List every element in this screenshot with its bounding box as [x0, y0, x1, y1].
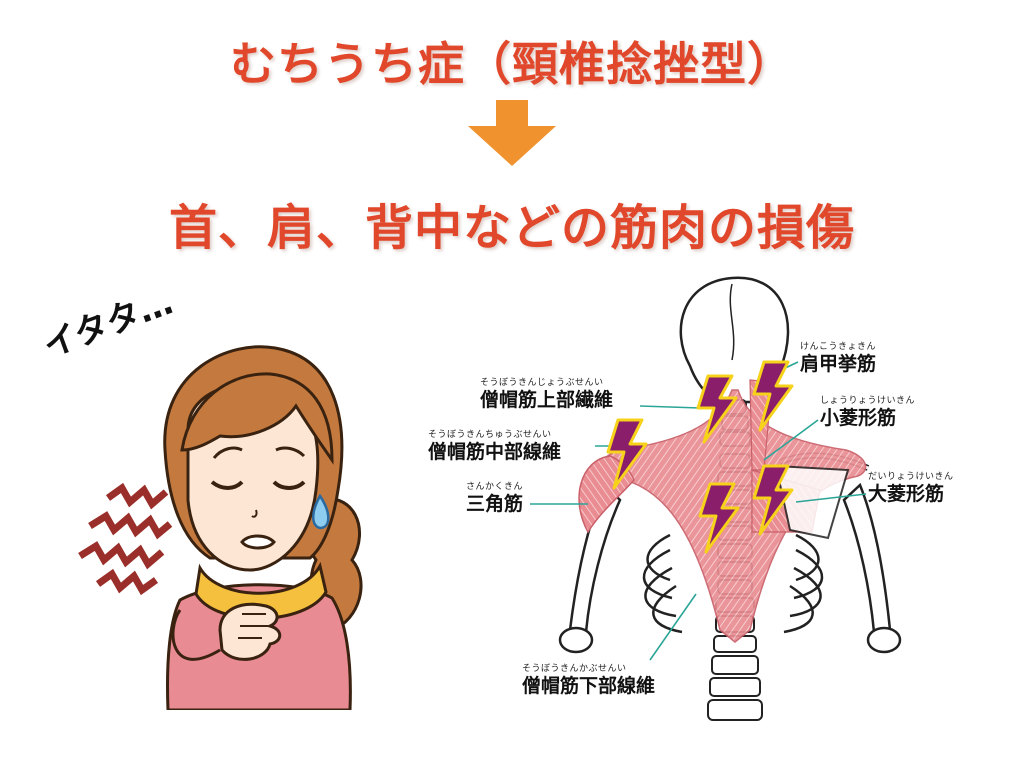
down-arrow-icon	[468, 100, 556, 166]
label-middle-trapezius: そうぼうきんちゅうぶせんい 僧帽筋中部線維	[428, 430, 562, 463]
girl-illustration	[78, 345, 363, 710]
pain-marks-icon	[78, 482, 173, 596]
label-deltoid: さんかくきん 三角筋	[466, 482, 524, 515]
label-rhomboid-major: だいりょうけいきん 大菱形筋	[868, 472, 954, 505]
back-muscle-anatomy-illustration	[530, 276, 902, 721]
label-levator-scapulae: けんこうきょきん 肩甲挙筋	[800, 342, 877, 375]
title-top: むちうち症（頸椎捻挫型）	[230, 37, 794, 91]
label-rhomboid-minor: しょうりょうけいきん 小菱形筋	[820, 396, 916, 429]
lightning-bolt-icon	[606, 360, 794, 554]
label-lower-trapezius: そうぼうきんかぶせんい 僧帽筋下部線維	[522, 664, 656, 697]
label-upper-trapezius: そうぼうきんじょうぶせんい 僧帽筋上部繊維	[480, 378, 614, 411]
title-bottom: 首、肩、背中などの筋肉の損傷	[168, 200, 855, 256]
